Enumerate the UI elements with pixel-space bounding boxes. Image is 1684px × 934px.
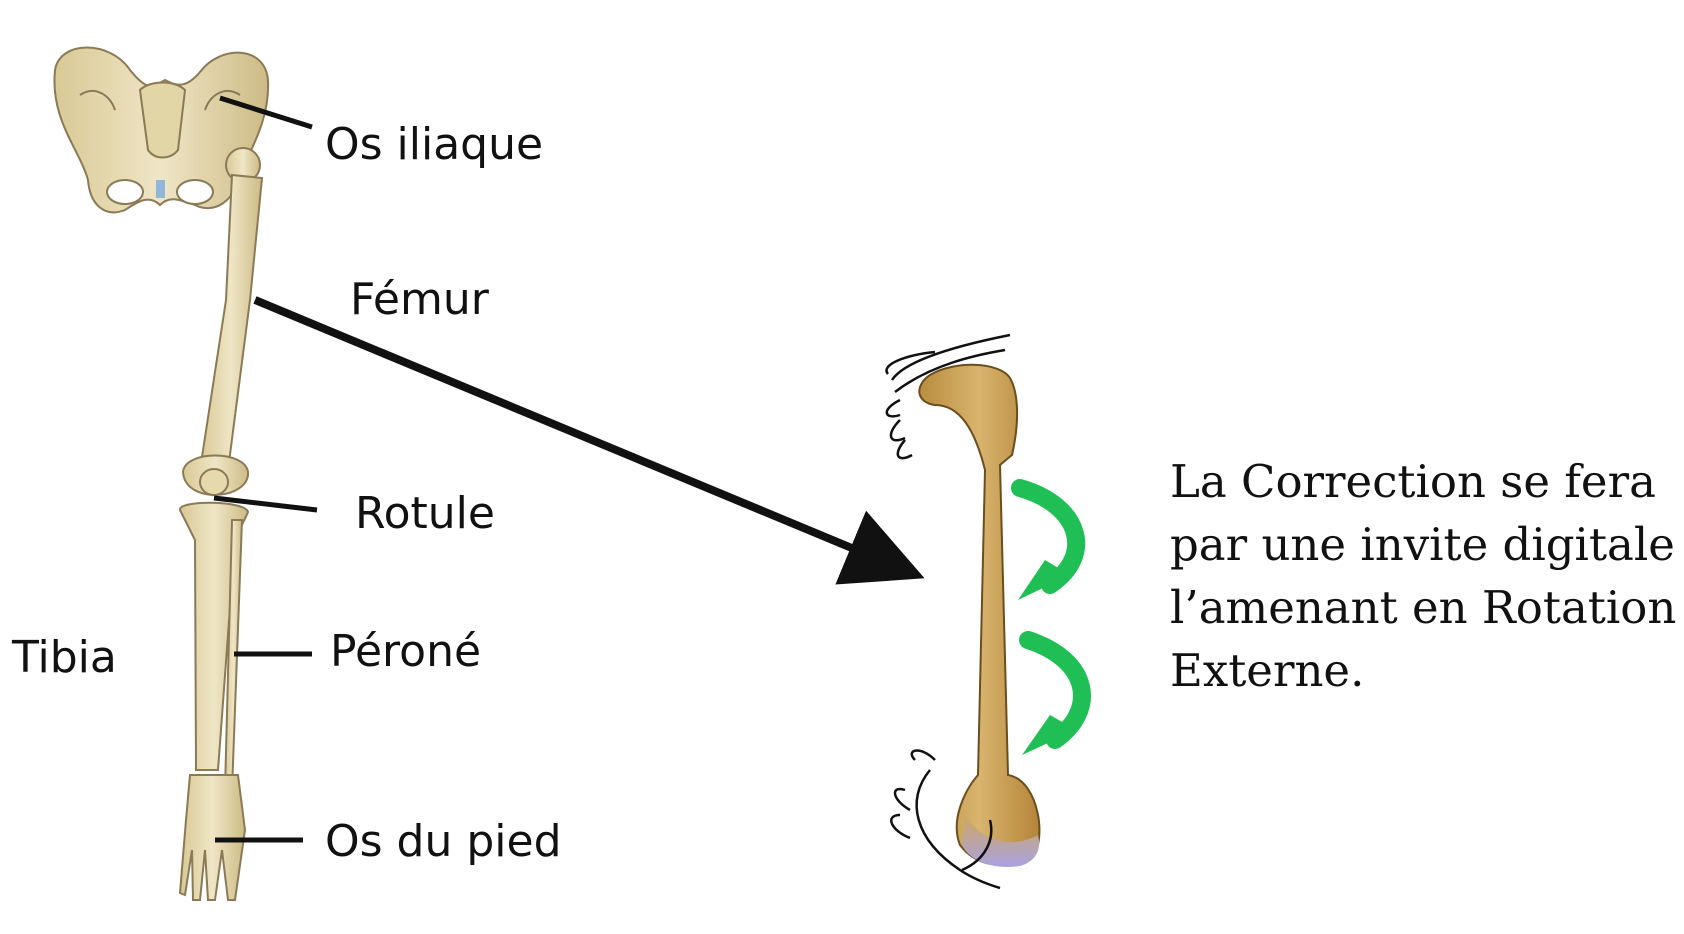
enlarged-femur-bone xyxy=(918,363,1041,866)
description-line-1: La Correction se fera xyxy=(1170,455,1656,508)
femur-pointer-arrow xyxy=(253,296,925,585)
rotation-arrows xyxy=(1011,479,1091,749)
label-os-du-pied: Os du pied xyxy=(325,816,562,867)
lower-hand-icon xyxy=(890,749,1001,890)
upper-hand-icon xyxy=(885,333,1011,460)
correction-description: La Correction se fera par une invite dig… xyxy=(1170,450,1676,702)
tibia-fibula-bones xyxy=(178,501,250,791)
description-line-3: l’amenant en Rotation xyxy=(1170,581,1677,634)
label-tibia: Tibia xyxy=(12,632,117,683)
label-os-iliaque: Os iliaque xyxy=(325,119,544,170)
leg-skeleton-illustration xyxy=(53,46,270,901)
label-rotule: Rotule xyxy=(355,488,495,539)
enlarged-femur-illustration xyxy=(885,333,1091,890)
enlarged-femur-condyle xyxy=(962,815,1040,868)
description-line-2: par une invite digitale xyxy=(1170,518,1675,571)
foot-bones xyxy=(178,774,247,901)
description-line-4: Externe. xyxy=(1170,644,1365,697)
patella-bone xyxy=(199,468,229,496)
pelvis-bone xyxy=(53,46,270,214)
rotation-arrow-heads xyxy=(1018,560,1076,755)
leader-os-iliaque xyxy=(219,95,313,130)
leader-rotule xyxy=(213,495,318,513)
label-perone: Péroné xyxy=(330,626,482,677)
label-femur: Fémur xyxy=(350,274,489,325)
label-leader-lines xyxy=(213,95,318,843)
